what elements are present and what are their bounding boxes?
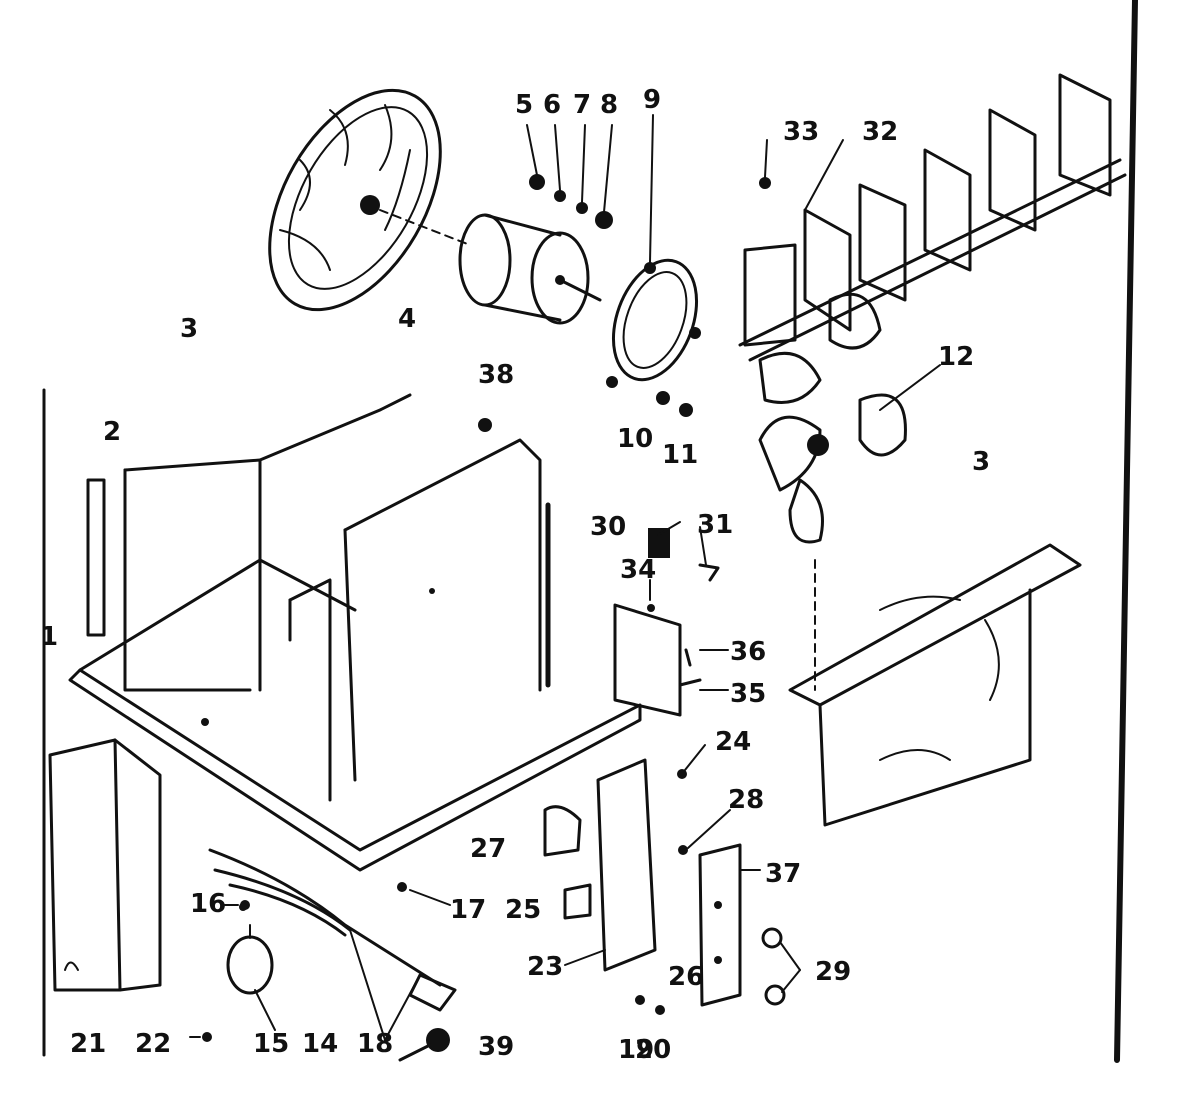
part-label: 24 <box>715 727 751 757</box>
part-label: 30 <box>590 512 626 542</box>
part-label: 23 <box>527 952 563 982</box>
power-cord <box>208 848 457 1012</box>
bracket-rod <box>86 478 106 637</box>
part-label: 11 <box>662 440 698 470</box>
part-label: 31 <box>697 510 733 540</box>
part-label: 12 <box>938 342 974 372</box>
part-labels: 1 2 3 3 4 5 6 7 8 9 10 11 12 14 15 16 17… <box>40 85 990 1065</box>
control-bracket <box>543 758 786 1015</box>
part-label: 38 <box>478 360 514 390</box>
part-label: 15 <box>253 1029 289 1059</box>
screw-22 <box>202 1032 212 1042</box>
part-label: 34 <box>620 555 656 585</box>
part-label: 14 <box>302 1029 338 1059</box>
main-housing <box>68 393 642 872</box>
part-label: 1 <box>40 622 58 652</box>
part-label: 2 <box>103 417 121 447</box>
part-label: 4 <box>398 304 416 334</box>
strain-relief-39 <box>398 1028 450 1062</box>
part-label: 37 <box>765 859 801 889</box>
part-label: 10 <box>617 424 653 454</box>
fan-motor <box>458 213 602 325</box>
part-label: 22 <box>135 1029 171 1059</box>
part-label: 9 <box>643 85 661 115</box>
right-border-line <box>1114 0 1138 1063</box>
part-label: 27 <box>470 834 506 864</box>
part-label: 3 <box>972 447 990 477</box>
motor-hardware <box>529 174 613 229</box>
part-label: 36 <box>730 637 766 667</box>
condenser-fan <box>758 292 907 691</box>
blower-wheel <box>268 88 471 312</box>
part-label: 18 <box>357 1029 393 1059</box>
part-label: 21 <box>70 1029 106 1059</box>
part-label: 5 <box>515 90 533 120</box>
part-label: 28 <box>728 785 764 815</box>
part-label: 19 <box>618 1035 654 1065</box>
part-label: 16 <box>190 889 226 919</box>
fan-shroud <box>788 543 1082 827</box>
part-label: 33 <box>783 117 819 147</box>
screw-16 <box>239 903 247 911</box>
screw-17 <box>397 882 407 892</box>
part-label: 7 <box>573 90 591 120</box>
screw-38 <box>478 418 492 432</box>
side-panel <box>48 738 162 992</box>
leader-lines <box>189 114 941 1041</box>
part-label: 26 <box>668 962 704 992</box>
part-label: 3 <box>180 314 198 344</box>
part-label: 8 <box>600 90 618 120</box>
part-label: 20 <box>635 1035 671 1065</box>
part-label: 32 <box>862 117 898 147</box>
motor-mount-bracket <box>606 258 701 417</box>
part-label: 25 <box>505 895 541 925</box>
capacitor <box>226 900 274 995</box>
part-label: 17 <box>450 895 486 925</box>
part-label: 39 <box>478 1032 514 1062</box>
fin-rail <box>738 73 1127 362</box>
part-label: 6 <box>543 90 561 120</box>
part-label: 29 <box>815 957 851 987</box>
part-label: 35 <box>730 679 766 709</box>
